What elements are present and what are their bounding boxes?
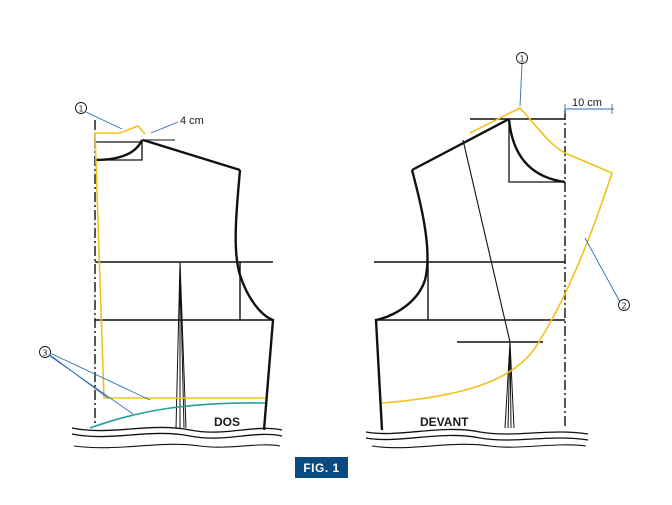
front-neckline: [507, 118, 566, 184]
front-yellow-line: [381, 107, 613, 404]
back-piece: DOS: [71, 120, 283, 449]
front-diagonal-line: [462, 139, 511, 343]
back-cloth-line-2: [71, 432, 283, 439]
callout-2: 2: [584, 237, 630, 311]
svg-text:4 cm: 4 cm: [180, 115, 204, 127]
back-piece-label: DOS: [214, 415, 240, 429]
svg-text:1: 1: [519, 55, 524, 64]
front-measurement: 10 cm: [564, 97, 614, 114]
svg-text:10 cm: 10 cm: [572, 97, 602, 109]
front-piece: DEVANT: [365, 107, 613, 449]
front-cloth-line-3: [371, 443, 587, 449]
back-dart: [175, 261, 187, 429]
figure-badge-bg: [295, 457, 348, 478]
callout-3: 3: [39, 346, 151, 415]
front-shoulder-line: [411, 117, 510, 172]
back-neckline: [94, 139, 144, 162]
front-cloth-line-2: [365, 434, 589, 441]
back-cloth-line-1: [71, 426, 283, 433]
svg-text:1: 1: [78, 105, 83, 114]
back-armhole: [234, 169, 275, 431]
back-shoulder-line: [142, 138, 241, 172]
front-cloth-line-1: [365, 428, 589, 435]
figure-caption: FIG. 1: [303, 460, 340, 475]
front-piece-label: DEVANT: [420, 415, 469, 429]
front-neck-box: [508, 119, 565, 183]
svg-text:3: 3: [42, 349, 47, 358]
back-neck-box: [95, 141, 143, 161]
back-teal-curve: [89, 402, 266, 429]
callout-1-back: 1: [75, 102, 123, 130]
back-yellow-line: [94, 125, 265, 399]
front-dart: [504, 341, 515, 429]
callout-1-front: 1: [516, 52, 528, 107]
svg-text:2: 2: [621, 302, 626, 311]
front-armhole: [374, 169, 429, 431]
back-cloth-line-3: [73, 443, 281, 449]
back-measurement: 4 cm: [150, 115, 204, 134]
